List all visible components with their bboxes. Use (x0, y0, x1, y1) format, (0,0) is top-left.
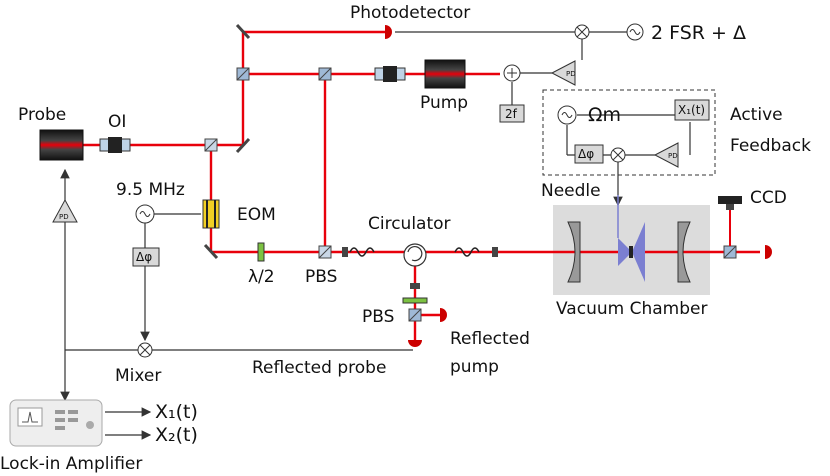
electronic-wires (60, 31, 691, 440)
label-x2: X₂(t) (155, 424, 198, 446)
active-feedback-box (542, 89, 716, 176)
x1-box (674, 99, 710, 121)
label-pump-reflected: pump (450, 357, 499, 377)
amplifier-icon (52, 60, 679, 223)
label-mixer: Mixer (115, 366, 161, 386)
label-vacuum-chamber: Vacuum Chamber (556, 299, 707, 319)
label-delta-phi-feedback: Δφ (578, 147, 594, 161)
label-lockin: Lock-in Amplifier (0, 454, 142, 474)
label-half-wave: λ/2 (248, 267, 275, 287)
fiber-coil-icon (342, 247, 498, 289)
label-eom: EOM (237, 205, 276, 225)
two-f-box (499, 104, 525, 123)
label-fsr: 2 FSR + Δ (651, 22, 746, 44)
half-wave-plate-icon (257, 242, 265, 262)
label-oi: OI (108, 112, 126, 132)
eom-icon (202, 199, 220, 229)
label-active: Active (730, 105, 783, 125)
mixer-icon (137, 24, 626, 358)
label-freq: 9.5 MHz (116, 180, 185, 200)
lockin-amplifier-icon (9, 399, 103, 447)
label-omega-m: Ωm (588, 104, 621, 126)
label-photodetector: Photodetector (350, 3, 470, 23)
label-pd-feedback: PD (668, 152, 678, 160)
optical-isolator-icon (99, 66, 406, 153)
label-pbs-2: PBS (362, 307, 394, 327)
ccd-camera-icon (718, 196, 742, 246)
phase-shifter-feedback-box (574, 144, 604, 164)
oscillator-icon (135, 23, 644, 224)
label-pd-probe: PD (59, 213, 69, 221)
label-circulator: Circulator (368, 214, 451, 234)
label-pd-pump: PD (566, 70, 576, 78)
phase-shifter-box (132, 247, 160, 267)
label-pump: Pump (420, 93, 468, 113)
label-needle: Needle (541, 181, 601, 201)
cavity-mirror-icon (567, 221, 691, 283)
label-x1-box: X₁(t) (678, 103, 705, 117)
label-reflected-probe: Reflected probe (252, 358, 386, 378)
mirrors (203, 23, 251, 260)
label-probe: Probe (18, 105, 66, 125)
adder-icon (503, 64, 521, 82)
label-ccd: CCD (750, 188, 787, 208)
beam-splitters (204, 67, 737, 322)
circulator-icon (403, 243, 427, 267)
laser-beams (83, 30, 760, 340)
label-x1: X₁(t) (155, 401, 198, 423)
label-pbs-1: PBS (305, 267, 337, 287)
label-two-f: 2f (505, 107, 518, 121)
label-feedback: Feedback (730, 136, 811, 156)
label-reflected: Reflected (450, 329, 530, 349)
probe-laser-icon (39, 129, 84, 161)
needle-icon (617, 195, 645, 282)
reflected-waveplate-icon (402, 297, 428, 304)
photodetector-icon (385, 25, 772, 347)
pump-laser-icon (424, 59, 466, 89)
label-delta-phi: Δφ (136, 250, 152, 264)
